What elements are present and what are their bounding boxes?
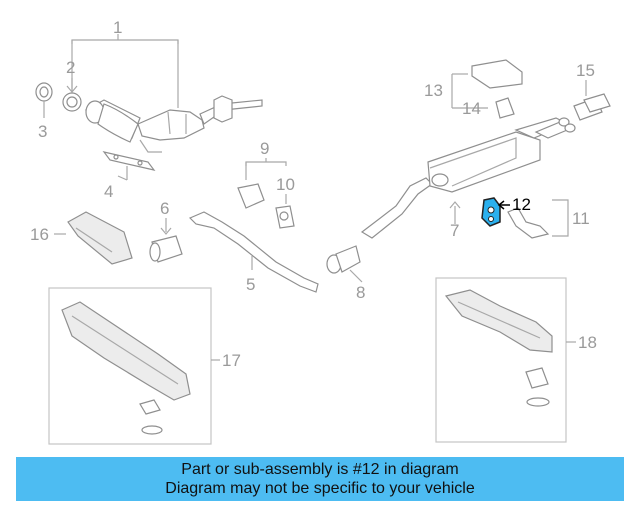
heat-shield-box-17 [48,287,220,445]
callout-6: 6 [160,199,169,218]
clamp-part-6 [149,218,183,263]
callout-9: 9 [260,139,269,158]
callout-4: 4 [104,182,113,201]
callout-1: 1 [113,18,122,37]
callout-14: 14 [462,99,481,118]
callout-16: 16 [30,225,49,244]
callout-labels: 1 2 3 4 5 6 7 8 9 10 11 12 13 14 15 16 1… [30,18,597,370]
parts-13-14-15 [451,59,611,121]
callout-12: 12 [512,195,531,214]
clamp-part-8 [326,245,363,283]
gasket-and-clamp [35,78,82,118]
exhaust-system-diagram: 1 2 3 4 5 6 7 8 9 10 11 12 13 14 15 16 1… [30,18,611,445]
callout-3: 3 [38,122,47,141]
bracket-part-4 [102,151,156,181]
heat-shield-part-16 [54,211,133,265]
callout-5: 5 [246,275,255,294]
heat-shield-box-18 [435,277,576,443]
callout-15: 15 [576,61,595,80]
muffler-part-7 [360,117,576,239]
info-banner: Part or sub-assembly is #12 in diagram D… [16,457,624,501]
callout-17: 17 [222,351,241,370]
hangers-part-9-10 [237,158,295,229]
banner-line-1: Part or sub-assembly is #12 in diagram [181,461,459,478]
banner-line-2: Diagram may not be specific to your vehi… [165,480,475,497]
intermediate-pipe-part-5 [188,211,319,293]
callout-10: 10 [276,175,295,194]
bracket-part-11 [507,199,569,239]
callout-13: 13 [424,81,443,100]
callout-7: 7 [450,221,459,240]
callout-18: 18 [578,333,597,352]
callout-11: 11 [572,209,590,228]
callout-2: 2 [66,58,75,77]
callout-8: 8 [356,283,365,302]
front-pipe-catalytic-converter [71,34,263,153]
insulator-part-12-highlighted [481,197,510,227]
